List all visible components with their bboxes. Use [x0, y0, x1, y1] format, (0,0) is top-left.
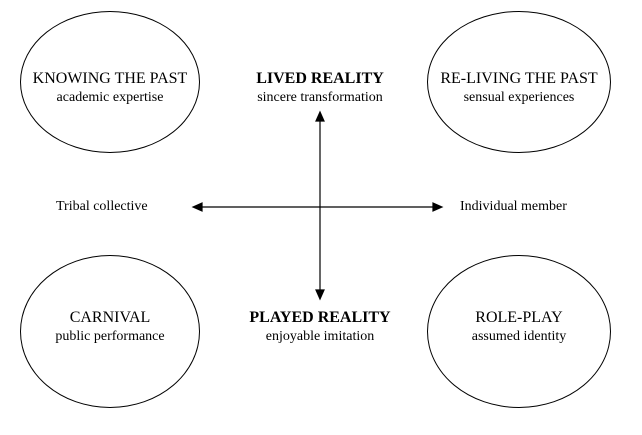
axis-subtitle: enjoyable imitation — [265, 329, 375, 344]
axis-label-lived-reality: LIVED REALITY sincere transformation — [213, 69, 427, 107]
right-arrowhead — [432, 202, 444, 212]
quadrant-subtitle: assumed identity — [471, 329, 567, 344]
ellipse-bottom-left — [20, 255, 200, 408]
quadrant-title: ROLE-PLAY — [475, 309, 563, 326]
quadrant-subtitle: academic expertise — [56, 90, 164, 105]
quadrant-title: CARNIVAL — [69, 309, 151, 326]
top-arrowhead — [315, 110, 325, 122]
axis-label-individual-member: Individual member — [460, 199, 567, 214]
left-arrowhead — [191, 202, 203, 212]
bottom-arrowhead — [315, 289, 325, 301]
axis-title: LIVED REALITY — [256, 70, 384, 87]
quadrant-subtitle: sensual experiences — [463, 90, 575, 105]
quadrant-carnival: CARNIVAL public performance — [20, 308, 200, 346]
ellipse-top-left — [20, 11, 200, 153]
ellipse-bottom-right — [427, 255, 611, 408]
axis-subtitle: sincere transformation — [257, 90, 383, 105]
quadrant-re-living-the-past: RE-LIVING THE PAST sensual experiences — [427, 69, 611, 107]
axis-label-played-reality: PLAYED REALITY enjoyable imitation — [213, 308, 427, 346]
quadrant-title: RE-LIVING THE PAST — [440, 70, 598, 87]
ellipse-top-right — [427, 11, 611, 153]
axis-title: PLAYED REALITY — [249, 309, 391, 326]
quadrant-title: KNOWING THE PAST — [32, 70, 188, 87]
quadrant-role-play: ROLE-PLAY assumed identity — [427, 308, 611, 346]
quadrant-knowing-the-past: KNOWING THE PAST academic expertise — [20, 69, 200, 107]
quadrant-subtitle: public performance — [55, 329, 165, 344]
axis-label-tribal-collective: Tribal collective — [56, 199, 148, 214]
